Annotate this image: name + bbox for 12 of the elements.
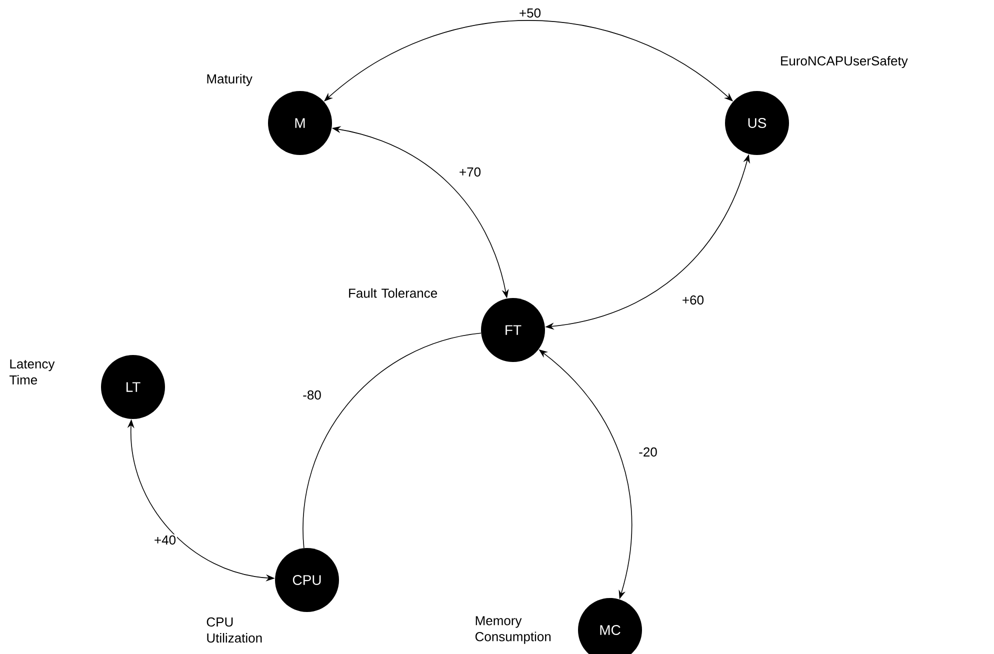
edge-label: +70 [458, 166, 482, 178]
node-caption: Latency Time [10, 359, 55, 385]
node-caption: Maturity [207, 74, 252, 86]
edge-label: -20 [638, 446, 658, 458]
node-caption: Memory Consumption [475, 616, 551, 644]
edge-label: -80 [302, 389, 322, 401]
node-caption: CPU Utilization [206, 617, 262, 643]
edge-label: +40 [152, 534, 178, 546]
node-caption: EuroNCAPUserSafety [781, 56, 908, 68]
edge-label: +60 [680, 294, 706, 306]
node-caption: Fault Tolerance [349, 288, 438, 298]
edge-label: +50 [518, 7, 542, 19]
